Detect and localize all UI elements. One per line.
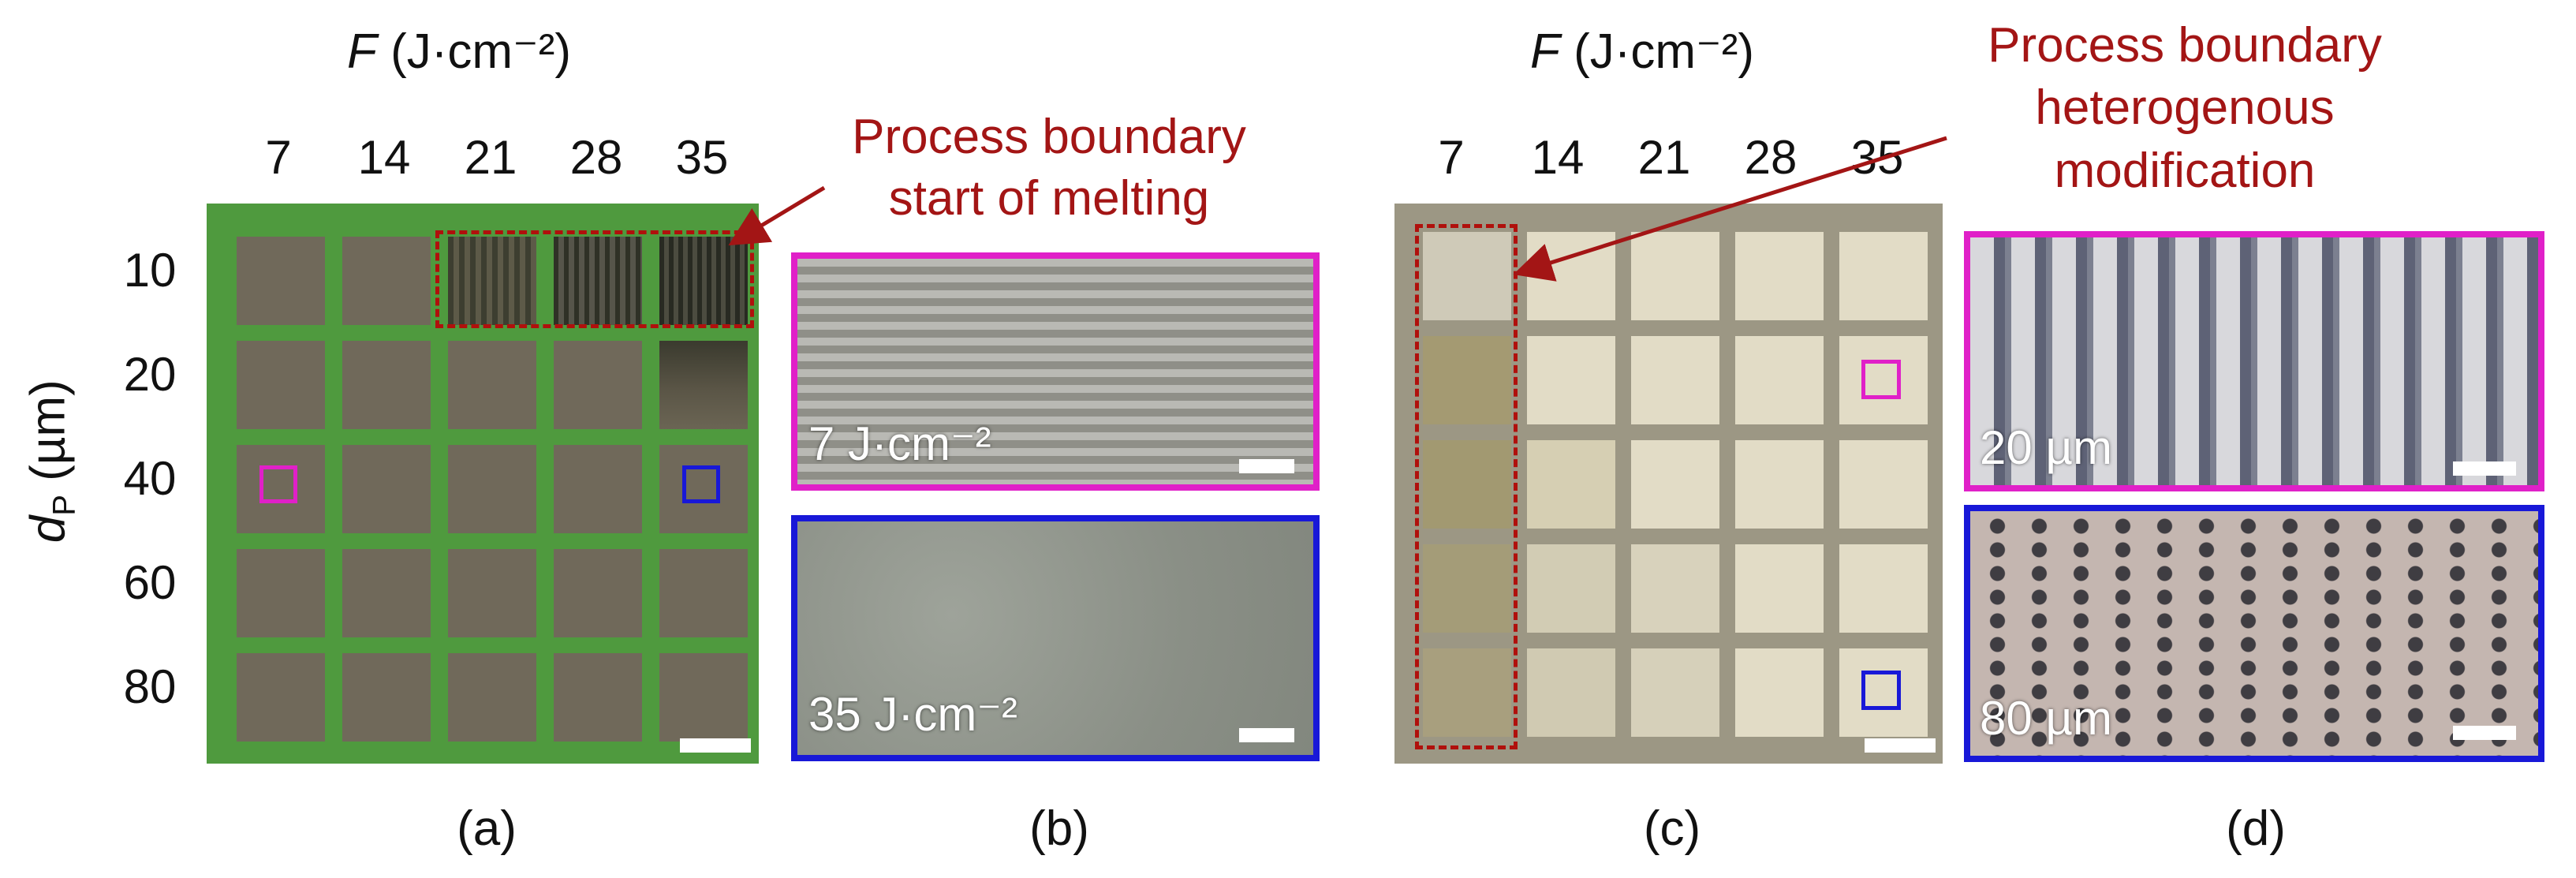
pattern-square: [1527, 336, 1615, 424]
pattern-square: [237, 237, 325, 325]
roi-marker-blue-a: [682, 465, 720, 503]
fluence-tick-a-7: 7: [265, 131, 292, 184]
pattern-square: [448, 653, 536, 742]
pattern-square: [342, 653, 431, 742]
caption-a: (a): [457, 801, 517, 856]
pattern-square: [1631, 336, 1719, 424]
fluence-tick-a-14: 14: [357, 131, 411, 184]
pattern-square: [448, 445, 536, 533]
pattern-square: [237, 445, 325, 533]
melted-square: [659, 237, 748, 325]
sample-a-photo: [207, 204, 759, 764]
pattern-square: [1839, 336, 1928, 424]
fluence-axis-title-a: F (J·cm⁻²): [347, 24, 572, 79]
fluence-tick-c-35: 35: [1850, 131, 1904, 184]
melted-square: [554, 237, 642, 325]
process-boundary-box-c: [1415, 224, 1518, 749]
fluence-tick-c-21: 21: [1637, 131, 1691, 184]
inset-b-top-label: 7 J·cm⁻²: [808, 417, 991, 470]
caption-c: (c): [1643, 801, 1701, 856]
heterogeneous-square: [1423, 336, 1511, 424]
roi-marker-blue-c: [1861, 671, 1901, 710]
pattern-square: [1631, 440, 1719, 529]
pattern-square: [1735, 232, 1824, 320]
annotation-heterogenous-modification: Process boundary heterogenous modificati…: [1988, 18, 2382, 198]
heterogeneous-square: [1423, 232, 1511, 320]
inset-b-bottom-label: 35 J·cm⁻²: [808, 688, 1018, 741]
scale-bar-d-bottom: [2453, 726, 2516, 740]
pattern-square: [554, 653, 642, 742]
scale-bar-b-bottom: [1239, 728, 1294, 742]
scale-bar-b-top: [1239, 459, 1294, 473]
pattern-square: [448, 549, 536, 637]
pattern-square: [1735, 440, 1824, 529]
fluence-tick-c-14: 14: [1531, 131, 1585, 184]
roi-marker-magenta-c: [1861, 360, 1901, 399]
pattern-square: [1839, 648, 1928, 737]
pattern-square: [342, 341, 431, 429]
pattern-square: [659, 445, 748, 533]
diameter-tick-80: 80: [123, 660, 177, 713]
annotation-start-of-melting: Process boundary start of melting: [852, 110, 1246, 226]
inset-d-top-label: 20 µm: [1980, 421, 2112, 474]
pattern-square: [448, 341, 536, 429]
pattern-square: [1735, 336, 1824, 424]
pattern-square: [1735, 544, 1824, 633]
diameter-tick-60: 60: [123, 556, 177, 609]
fluence-tick-a-21: 21: [464, 131, 517, 184]
pattern-square: [237, 653, 325, 742]
fluence-tick-a-28: 28: [569, 131, 623, 184]
scale-bar-c: [1865, 738, 1936, 753]
pattern-square: [342, 549, 431, 637]
pattern-square: [554, 445, 642, 533]
pattern-square: [237, 341, 325, 429]
pattern-square: [342, 237, 431, 325]
damaged-square: [659, 341, 748, 429]
pattern-square: [1839, 440, 1928, 529]
process-boundary-box-a: [435, 230, 754, 328]
pattern-square: [1527, 440, 1615, 529]
roi-marker-magenta-a: [259, 465, 297, 503]
inset-b-top: 7 J·cm⁻²: [791, 252, 1320, 491]
melted-square: [448, 237, 536, 325]
fluence-tick-c-28: 28: [1744, 131, 1798, 184]
caption-d: (d): [2226, 801, 2286, 856]
heterogeneous-square: [1423, 440, 1511, 529]
heterogeneous-square: [1423, 648, 1511, 737]
pattern-square: [554, 549, 642, 637]
pattern-square: [1527, 232, 1615, 320]
diameter-tick-20: 20: [123, 348, 177, 401]
inset-d-bottom: 80 µm: [1964, 505, 2544, 762]
heterogeneous-square: [1423, 544, 1511, 633]
inset-b-bottom: 35 J·cm⁻²: [791, 515, 1320, 761]
pattern-square: [342, 445, 431, 533]
diameter-tick-10: 10: [123, 244, 177, 297]
scale-bar-d-top: [2453, 461, 2516, 476]
pattern-square: [1839, 544, 1928, 633]
inset-d-bottom-label: 80 µm: [1980, 692, 2112, 745]
caption-b: (b): [1029, 801, 1089, 856]
pattern-square: [1527, 544, 1615, 633]
pattern-square: [1631, 648, 1719, 737]
pattern-square: [554, 341, 642, 429]
pattern-square: [1527, 648, 1615, 737]
fluence-axis-title-c: F (J·cm⁻²): [1530, 24, 1755, 79]
pattern-square: [237, 549, 325, 637]
diameter-axis-title: dP (µm): [21, 379, 82, 544]
pattern-square: [1735, 648, 1824, 737]
diameter-tick-40: 40: [123, 452, 177, 505]
scale-bar-a: [680, 738, 751, 753]
fluence-tick-c-7: 7: [1438, 131, 1465, 184]
sample-c-photo: [1394, 204, 1943, 764]
pattern-square: [659, 653, 748, 742]
pattern-square: [1631, 232, 1719, 320]
pattern-square: [659, 549, 748, 637]
fluence-tick-a-35: 35: [675, 131, 729, 184]
pattern-square: [1631, 544, 1719, 633]
pattern-square: [1839, 232, 1928, 320]
inset-d-top: 20 µm: [1964, 231, 2544, 491]
